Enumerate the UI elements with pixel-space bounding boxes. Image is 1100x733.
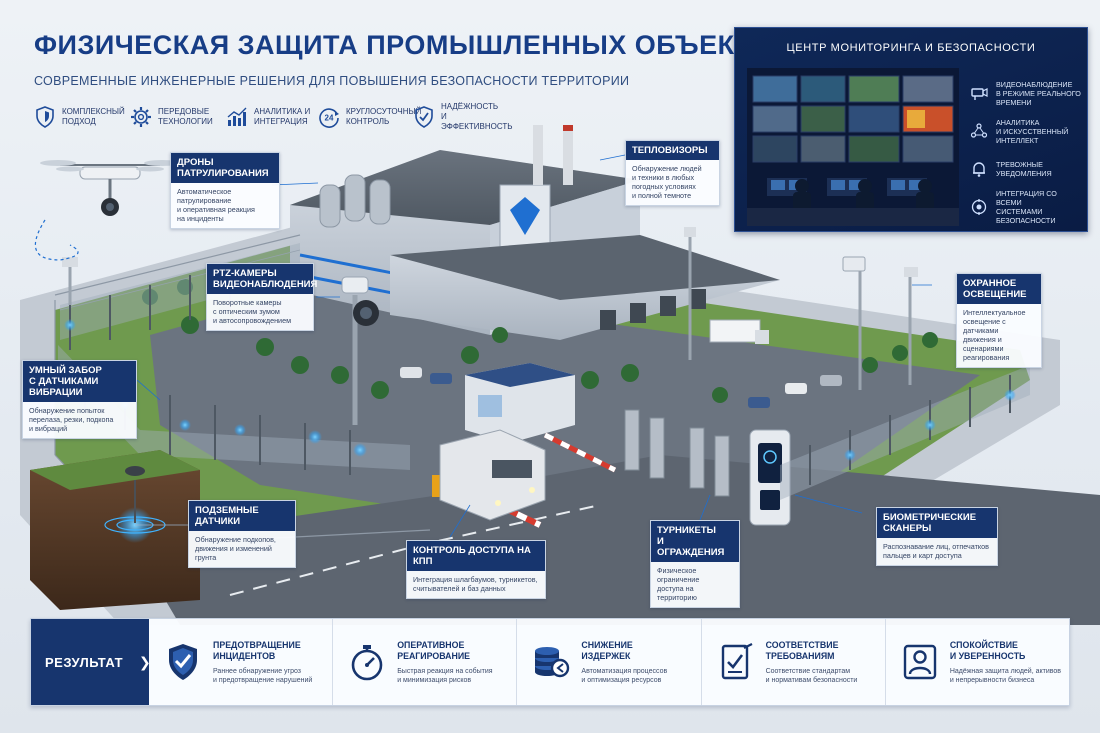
feature-list: Комплексныйподход Передовыетехнологии Ан… [34,102,513,132]
result-item: Спокойствиеи уверенность Надёжная защита… [886,619,1069,705]
result-item-title: Оперативноереагирование [397,639,471,661]
shield-icon [34,105,56,129]
page-title: ФИЗИЧЕСКАЯ ЗАЩИТА ПРОМЫШЛЕННЫХ ОБЪЕКТОВ [34,30,794,60]
monitoring-feature-label: Интеграция со всемисистемами безопасност… [996,189,1057,225]
clock-24-icon: 24 [318,105,340,129]
feature-label: Круглосуточныйконтроль [346,107,422,126]
callout-title: Подземные датчики [189,501,295,531]
result-item-title: Спокойствиеи уверенность [949,639,1026,661]
monitoring-feature-item: Видеонаблюдениев режиме реальноговремени [969,74,1084,112]
callout-title: PTZ-камерывидеонаблюдения [207,264,317,294]
coins-icon [531,640,571,684]
ai-network-icon [969,121,989,141]
feature-item: Комплексныйподход [34,102,130,132]
result-item: Снижениеиздержек Автоматизация процессов… [517,619,702,705]
callout-text: Интеграция шлагбаумов, турникетов,считыв… [413,575,538,593]
feature-item: Надёжностьи эффективность [413,102,513,132]
callout-title: Биометрические сканеры [877,508,997,538]
callout-biometric-scanners: Биометрические сканеры Распознавание лиц… [876,507,998,566]
monitoring-feature-list: Видеонаблюдениев режиме реальноговремени… [969,74,1084,226]
result-item-text: Спокойствиеи уверенность Надёжная защита… [950,640,1061,685]
person-shield-icon [900,640,940,684]
integration-icon [969,197,989,217]
feature-label: Передовыетехнологии [158,107,213,126]
callout-access-control: Контроль доступа на КПП Интеграция шлагб… [406,540,546,599]
stopwatch-icon [347,640,387,684]
monitoring-center-title: ЦЕНТР МОНИТОРИНГА И БЕЗОПАСНОСТИ [786,42,1036,54]
camera-icon [969,83,989,103]
callout-drones: Дроныпатрулирования Автоматическое патру… [170,152,280,229]
result-item-title: Предотвращениеинцидентов [213,639,301,661]
callout-title: Тепловизоры [626,141,719,160]
monitoring-feature-item: Интеграция со всемисистемами безопасност… [969,188,1084,226]
result-item-text: Предотвращениеинцидентов Раннее обнаруже… [213,640,312,685]
document-check-icon [716,640,756,684]
result-item: Предотвращениеинцидентов Раннее обнаруже… [149,619,334,705]
feature-item: 24 Круглосуточныйконтроль [318,102,421,132]
callout-title: Охранноеосвещение [957,274,1041,304]
shield-check-icon [163,640,203,684]
feature-item: Передовыетехнологии [130,102,226,132]
result-item-title: Снижениеиздержек [581,639,633,661]
callout-smart-fence: Умный заборс датчиками вибрации Обнаруже… [22,360,137,439]
feature-label: Комплексныйподход [62,107,125,126]
svg-text:24: 24 [325,114,334,123]
monitoring-center-panel: ЦЕНТР МОНИТОРИНГА И БЕЗОПАСНОСТИ [734,27,1088,232]
callout-underground-sensors: Подземные датчики Обнаружение подкопов,д… [188,500,296,568]
callout-ptz-cameras: PTZ-камерывидеонаблюдения Поворотные кам… [206,263,317,331]
result-item-text: Соответствиетребованиям Соответствие ста… [766,640,858,685]
bell-icon [969,159,989,179]
callout-turnstiles: Турникетыи ограждения Физическое огранич… [650,520,740,608]
result-item: Оперативноереагирование Быстрая реакция … [333,619,518,705]
monitoring-feature-item: Аналитикаи искусственныйинтеллект [969,112,1084,150]
callout-security-lighting: Охранноеосвещение Интеллектуальноеосвеще… [956,273,1042,368]
feature-label: Аналитика иинтеграция [254,107,311,126]
result-bar: РЕЗУЛЬТАТ❯ Предотвращениеинцидентов Ранн… [30,618,1070,706]
result-label: РЕЗУЛЬТАТ❯ [31,619,152,705]
callout-title: Турникетыи ограждения [651,521,739,562]
callout-title: Контроль доступа на КПП [407,541,545,571]
monitoring-feature-label: Тревожныеуведомления [996,160,1052,178]
result-item-title: Соответствиетребованиям [765,639,839,661]
page-subtitle: СОВРЕМЕННЫЕ ИНЖЕНЕРНЫЕ РЕШЕНИЯ ДЛЯ ПОВЫШ… [34,74,630,88]
result-item-text: Оперативноереагирование Быстрая реакция … [397,640,492,685]
monitoring-feature-item: Тревожныеуведомления [969,150,1084,188]
result-item: Соответствиетребованиям Соответствие ста… [702,619,886,705]
callout-title: Умный заборс датчиками вибрации [23,361,136,402]
callout-title: Дроныпатрулирования [171,153,279,183]
shield-check-icon [413,105,435,129]
chart-icon [226,105,248,129]
feature-label: Надёжностьи эффективность [441,102,513,131]
video-wall-image [747,68,959,226]
gear-icon [130,105,152,129]
chevron-right-icon: ❯ [139,653,152,670]
callout-text: Обнаружение подкопов,движения и изменени… [195,535,276,562]
monitoring-feature-label: Аналитикаи искусственныйинтеллект [996,117,1069,145]
result-item-text: Снижениеиздержек Автоматизация процессов… [581,640,667,685]
monitoring-feature-label: Видеонаблюдениев режиме реальноговремени [996,79,1081,107]
feature-item: Аналитика иинтеграция [226,102,318,132]
